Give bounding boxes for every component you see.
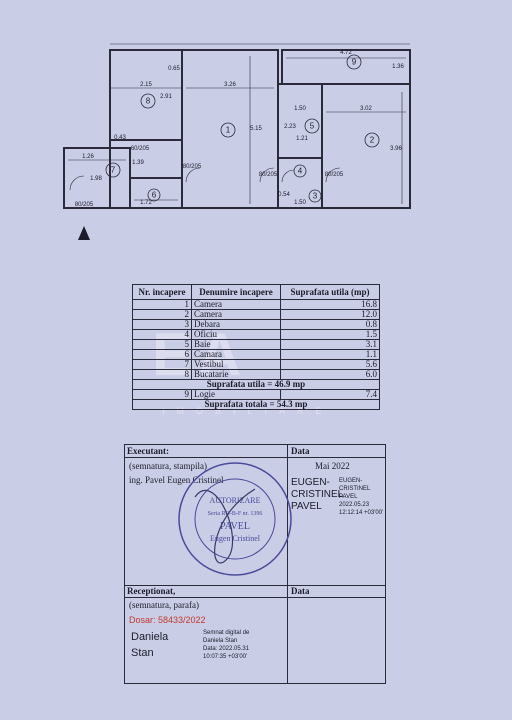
floor-plan-drawing: 1 2 3 4 5 6 7 8 9 4.72 1.36 2.15 2.91 3.… bbox=[63, 43, 411, 240]
useful-area-total-row: Suprafata utila = 46.9 mp bbox=[132, 379, 380, 390]
dimension-label: 1.21 bbox=[296, 136, 308, 142]
digital-signer-name: EUGEN-CRISTINEL PAVEL bbox=[291, 477, 343, 512]
dimension-label: 1.72 bbox=[140, 200, 152, 206]
room-number: 4 bbox=[298, 167, 303, 176]
signer-digital-info: Semnat digital de Daniela Stan Data: 202… bbox=[203, 630, 250, 661]
svg-text:Eugen Cristinel: Eugen Cristinel bbox=[210, 534, 261, 543]
room-table-sheet: EA IMOBILIARE Nr. incapere Denumire inca… bbox=[122, 280, 390, 690]
receptionat-sub: (semnatura, parafa) bbox=[129, 600, 199, 610]
dimension-label: 2.15 bbox=[140, 82, 152, 88]
digital-signature-info: EUGEN- CRISTINEL PAVEL 2022.05.23 12:12:… bbox=[339, 478, 384, 517]
room-number: 6 bbox=[152, 191, 157, 200]
dimension-label: 0.65 bbox=[168, 66, 180, 72]
room-number: 1 bbox=[226, 126, 231, 135]
svg-text:PAVEL: PAVEL bbox=[220, 521, 250, 532]
dimension-label: 3.26 bbox=[224, 82, 236, 88]
svg-text:Seria RO-B-F nr. 1396: Seria RO-B-F nr. 1396 bbox=[208, 511, 263, 517]
door-swing bbox=[281, 169, 295, 183]
room-number: 5 bbox=[310, 122, 315, 131]
door-swing bbox=[325, 167, 341, 183]
entrance-arrow-icon bbox=[78, 226, 90, 240]
room-number: 3 bbox=[313, 192, 318, 201]
door-label: 80/205 bbox=[75, 202, 94, 208]
dosar-number: Dosar: 58433/2022 bbox=[129, 615, 206, 625]
door-label: 60/205 bbox=[131, 146, 150, 152]
date-label: Data bbox=[291, 446, 310, 456]
room-number: 7 bbox=[111, 166, 116, 175]
header-area: Suprafata utila (mp) bbox=[280, 284, 380, 300]
watermark-sub: IMOBILIARE bbox=[162, 406, 334, 416]
room-number: 8 bbox=[146, 97, 151, 106]
dimension-label: 3.96 bbox=[390, 146, 402, 152]
authorization-stamp: AUTORIZARE Seria RO-B-F nr. 1396 PAVEL E… bbox=[178, 462, 292, 576]
svg-text:AUTORIZARE: AUTORIZARE bbox=[210, 496, 261, 505]
dimension-label: 0.43 bbox=[114, 135, 126, 141]
door-swing bbox=[185, 167, 201, 183]
header-name: Denumire incapere bbox=[191, 284, 281, 300]
door-label: 80/205 bbox=[325, 172, 344, 178]
handwritten-signature bbox=[194, 488, 256, 564]
dimension-label: 4.72 bbox=[340, 50, 352, 56]
executant-name: ing. Pavel Eugen Cristinel bbox=[129, 475, 224, 485]
room-number: 9 bbox=[352, 58, 357, 67]
door-swing bbox=[69, 175, 85, 191]
dimension-label: 1.36 bbox=[392, 64, 404, 70]
table-header-row: Nr. incapere Denumire incapere Suprafata… bbox=[132, 284, 380, 300]
dimension-label: 0.54 bbox=[278, 192, 290, 198]
executant-date: Mai 2022 bbox=[315, 461, 350, 471]
signer-last-name: Stan bbox=[131, 647, 154, 659]
date-label-2: Data bbox=[291, 586, 310, 596]
executant-sub: (semnatura, stampila) bbox=[129, 461, 207, 471]
dimension-label: 2.23 bbox=[284, 124, 296, 130]
dimension-label: 5.15 bbox=[250, 126, 262, 132]
signature-table: Executant: Data (semnatura, stampila) Ma… bbox=[124, 444, 386, 684]
header-num: Nr. incapere bbox=[132, 284, 192, 300]
rooms-table: Nr. incapere Denumire incapere Suprafata… bbox=[132, 284, 380, 410]
executant-label: Executant: bbox=[127, 446, 169, 456]
wall-loggia bbox=[281, 49, 411, 85]
door-swing bbox=[259, 167, 275, 183]
dimension-label: 1.39 bbox=[132, 160, 144, 166]
dimension-label: 1.98 bbox=[90, 176, 102, 182]
receptionat-label: Receptionat, bbox=[127, 586, 176, 596]
door-label: 80/205 bbox=[183, 164, 202, 170]
room-number: 2 bbox=[370, 136, 375, 145]
dimension-label: 1.50 bbox=[294, 200, 306, 206]
dimension-label: 1.26 bbox=[82, 154, 94, 160]
signer-first-name: Daniela bbox=[131, 631, 169, 643]
floor-plan: 1 2 3 4 5 6 7 8 9 4.72 1.36 2.15 2.91 3.… bbox=[0, 0, 512, 250]
door-label: 80/205 bbox=[259, 172, 278, 178]
dimension-label: 2.91 bbox=[160, 94, 172, 100]
grand-total-row: Suprafata totala = 54.3 mp bbox=[132, 399, 380, 410]
dimension-label: 3.02 bbox=[360, 106, 372, 112]
dimension-label: 1.50 bbox=[294, 106, 306, 112]
